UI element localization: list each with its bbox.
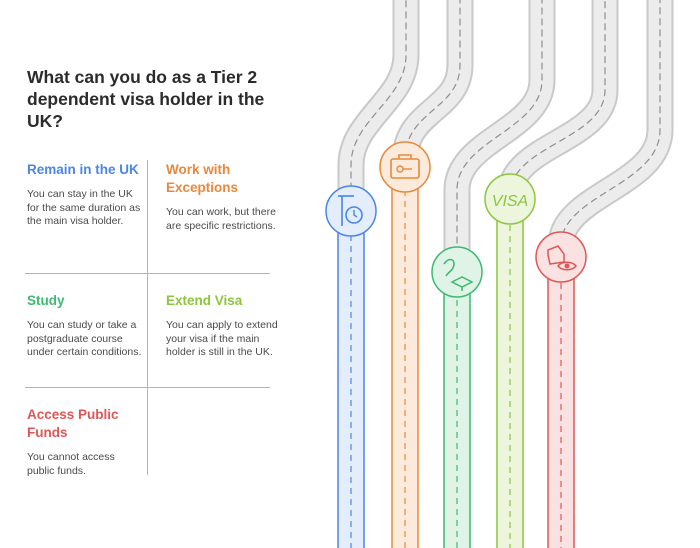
lane-work [391,164,419,548]
grid-divider-vertical [147,160,148,475]
graduation-cap-icon [431,246,483,298]
lane-study [443,271,471,548]
clock-icon [325,185,377,237]
item-remain: Remain in the UK You can stay in the UK … [27,161,142,229]
page-title: What can you do as a Tier 2 dependent vi… [27,67,265,131]
road-curve-remain [337,0,420,214]
item-study-text: You can study or take a postgraduate cou… [27,319,142,358]
item-study-heading: Study [27,293,65,308]
visa-stamp-label: VISA [492,193,528,210]
eye-money-icon [535,231,587,283]
item-funds-heading: Access Public Funds [27,407,119,440]
road-curve-study [443,0,556,279]
item-extend-heading: Extend Visa [166,293,243,308]
item-work-heading: Work with Exceptions [166,162,239,195]
item-work: Work with Exceptions You can work, but t… [166,161,281,233]
item-remain-text: You can stay in the UK for the same dura… [27,188,141,227]
grid-divider-horizontal-2 [25,387,270,388]
lane-funds [547,254,575,548]
briefcase-key-icon [379,141,431,193]
item-remain-heading: Remain in the UK [27,162,139,177]
roads-illustration: VISA [325,0,674,548]
lane-remain [337,209,365,548]
item-work-text: You can work, but there are specific res… [166,206,276,232]
item-funds-text: You cannot access public funds. [27,451,115,477]
item-study: Study You can study or take a postgradua… [27,292,142,360]
item-extend: Extend Visa You can apply to extend your… [166,292,281,360]
road-curve-funds [547,0,674,259]
item-funds: Access Public Funds You cannot access pu… [27,406,142,478]
item-extend-text: You can apply to extend your visa if the… [166,319,278,358]
lane-extend [496,199,524,548]
visa-stamp-icon: VISA [484,173,536,225]
grid-divider-horizontal-1 [25,273,270,274]
